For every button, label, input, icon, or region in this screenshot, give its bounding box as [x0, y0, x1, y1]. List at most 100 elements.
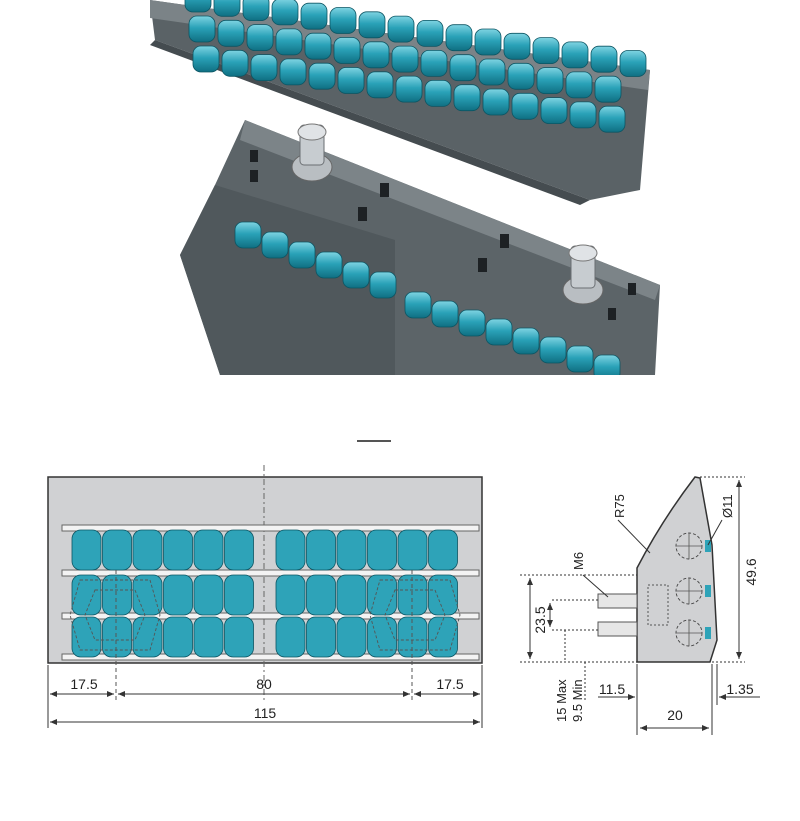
dim-right-offset: 17.5	[436, 676, 463, 692]
dim-bolt-spacing: 23.5	[532, 606, 548, 633]
roller	[367, 616, 397, 658]
roller	[193, 529, 224, 571]
photo-roller	[536, 67, 564, 94]
photo-roller	[590, 45, 618, 73]
photo-roller	[566, 345, 594, 373]
photo-roller	[242, 0, 270, 21]
roller	[306, 616, 336, 658]
photo-roller	[387, 15, 415, 43]
photo-roller	[532, 37, 560, 64]
roller	[102, 574, 132, 616]
photo-roller	[362, 41, 390, 69]
photo-roller	[288, 241, 316, 269]
lower-rail-assembly	[180, 120, 660, 382]
dim-height: 49.6	[743, 558, 759, 585]
side-dimensions	[520, 476, 760, 735]
roller	[224, 616, 254, 658]
photo-roller	[250, 54, 278, 81]
roller	[224, 574, 254, 616]
photo-roller	[424, 80, 452, 107]
photo-roller	[304, 32, 332, 60]
photo-roller	[474, 28, 502, 56]
photo-roller	[431, 300, 459, 328]
roller	[132, 574, 163, 616]
photo-roller	[271, 0, 299, 26]
technical-drawing: 17.5 80 17.5 115	[47, 440, 760, 735]
roller	[397, 529, 428, 571]
photo-roller	[395, 75, 423, 103]
roller	[224, 529, 254, 571]
dim-edge: 1.35	[726, 681, 753, 697]
photo-roller	[192, 45, 220, 73]
photo-roller	[598, 105, 626, 133]
photo-roller	[217, 19, 245, 47]
roller	[428, 529, 458, 571]
roller	[275, 616, 306, 658]
dim-left-offset: 17.5	[70, 676, 97, 692]
photo-roller	[221, 49, 249, 77]
photo-roller	[329, 7, 357, 34]
roller	[428, 616, 458, 658]
roller	[163, 616, 193, 658]
dim-center-span: 80	[256, 676, 272, 692]
roller	[336, 574, 367, 616]
photo-roller	[279, 58, 307, 86]
upper-rail-assembly	[150, 0, 650, 205]
roller	[102, 529, 132, 571]
photo-roller	[511, 92, 539, 120]
dim-width: 20	[667, 707, 683, 723]
photo-roller	[482, 88, 510, 116]
dim-radius: R75	[612, 494, 627, 518]
photo-roller	[420, 50, 448, 77]
bolt-left	[291, 123, 333, 182]
photo-roller	[342, 261, 370, 289]
roller	[336, 616, 367, 658]
photo-roller	[300, 2, 328, 30]
side-view	[597, 476, 718, 663]
photo-roller	[619, 50, 647, 77]
photo-roller	[308, 62, 336, 90]
roller	[163, 529, 193, 571]
photo-roller	[184, 0, 212, 13]
roller	[163, 574, 193, 616]
roller	[132, 529, 163, 571]
photo-roller	[246, 24, 274, 52]
roller	[306, 574, 336, 616]
photo-roller	[333, 37, 361, 64]
photo-roller	[358, 11, 386, 39]
product-photo	[0, 0, 800, 400]
photo-roller	[275, 28, 303, 56]
roller	[367, 529, 397, 571]
dim-bolt-offset: 11.5	[599, 681, 625, 697]
dim-overall-length: 115	[254, 705, 277, 721]
photo-roller	[337, 67, 365, 94]
photo-roller	[507, 62, 535, 90]
photo-roller	[366, 71, 394, 99]
roller	[428, 574, 458, 616]
roller	[102, 616, 132, 658]
photo-roller	[404, 291, 432, 319]
photo-roller	[315, 251, 343, 279]
front-dimensions	[47, 665, 483, 728]
dim-thread: M6	[571, 552, 586, 570]
photo-roller	[539, 336, 567, 364]
photo-roller	[261, 231, 289, 259]
photo-roller	[594, 75, 622, 103]
roller	[71, 529, 102, 571]
photo-roller	[565, 71, 593, 99]
photo-roller	[512, 327, 540, 355]
photo-roller	[188, 15, 216, 43]
bolt-right	[562, 244, 604, 305]
photo-roller	[445, 24, 473, 52]
photo-roller	[391, 45, 419, 73]
roller	[306, 529, 336, 571]
dim-min-clearance: 9.5 Min	[570, 679, 585, 722]
photo-roller	[503, 32, 531, 60]
dim-hole-diameter: Ø11	[720, 494, 735, 518]
dim-max-clearance: 15 Max	[554, 679, 569, 722]
front-view	[47, 465, 483, 700]
photo-roller	[234, 221, 262, 249]
roller	[193, 574, 224, 616]
photo-roller	[540, 97, 568, 124]
photo-roller	[485, 318, 513, 346]
